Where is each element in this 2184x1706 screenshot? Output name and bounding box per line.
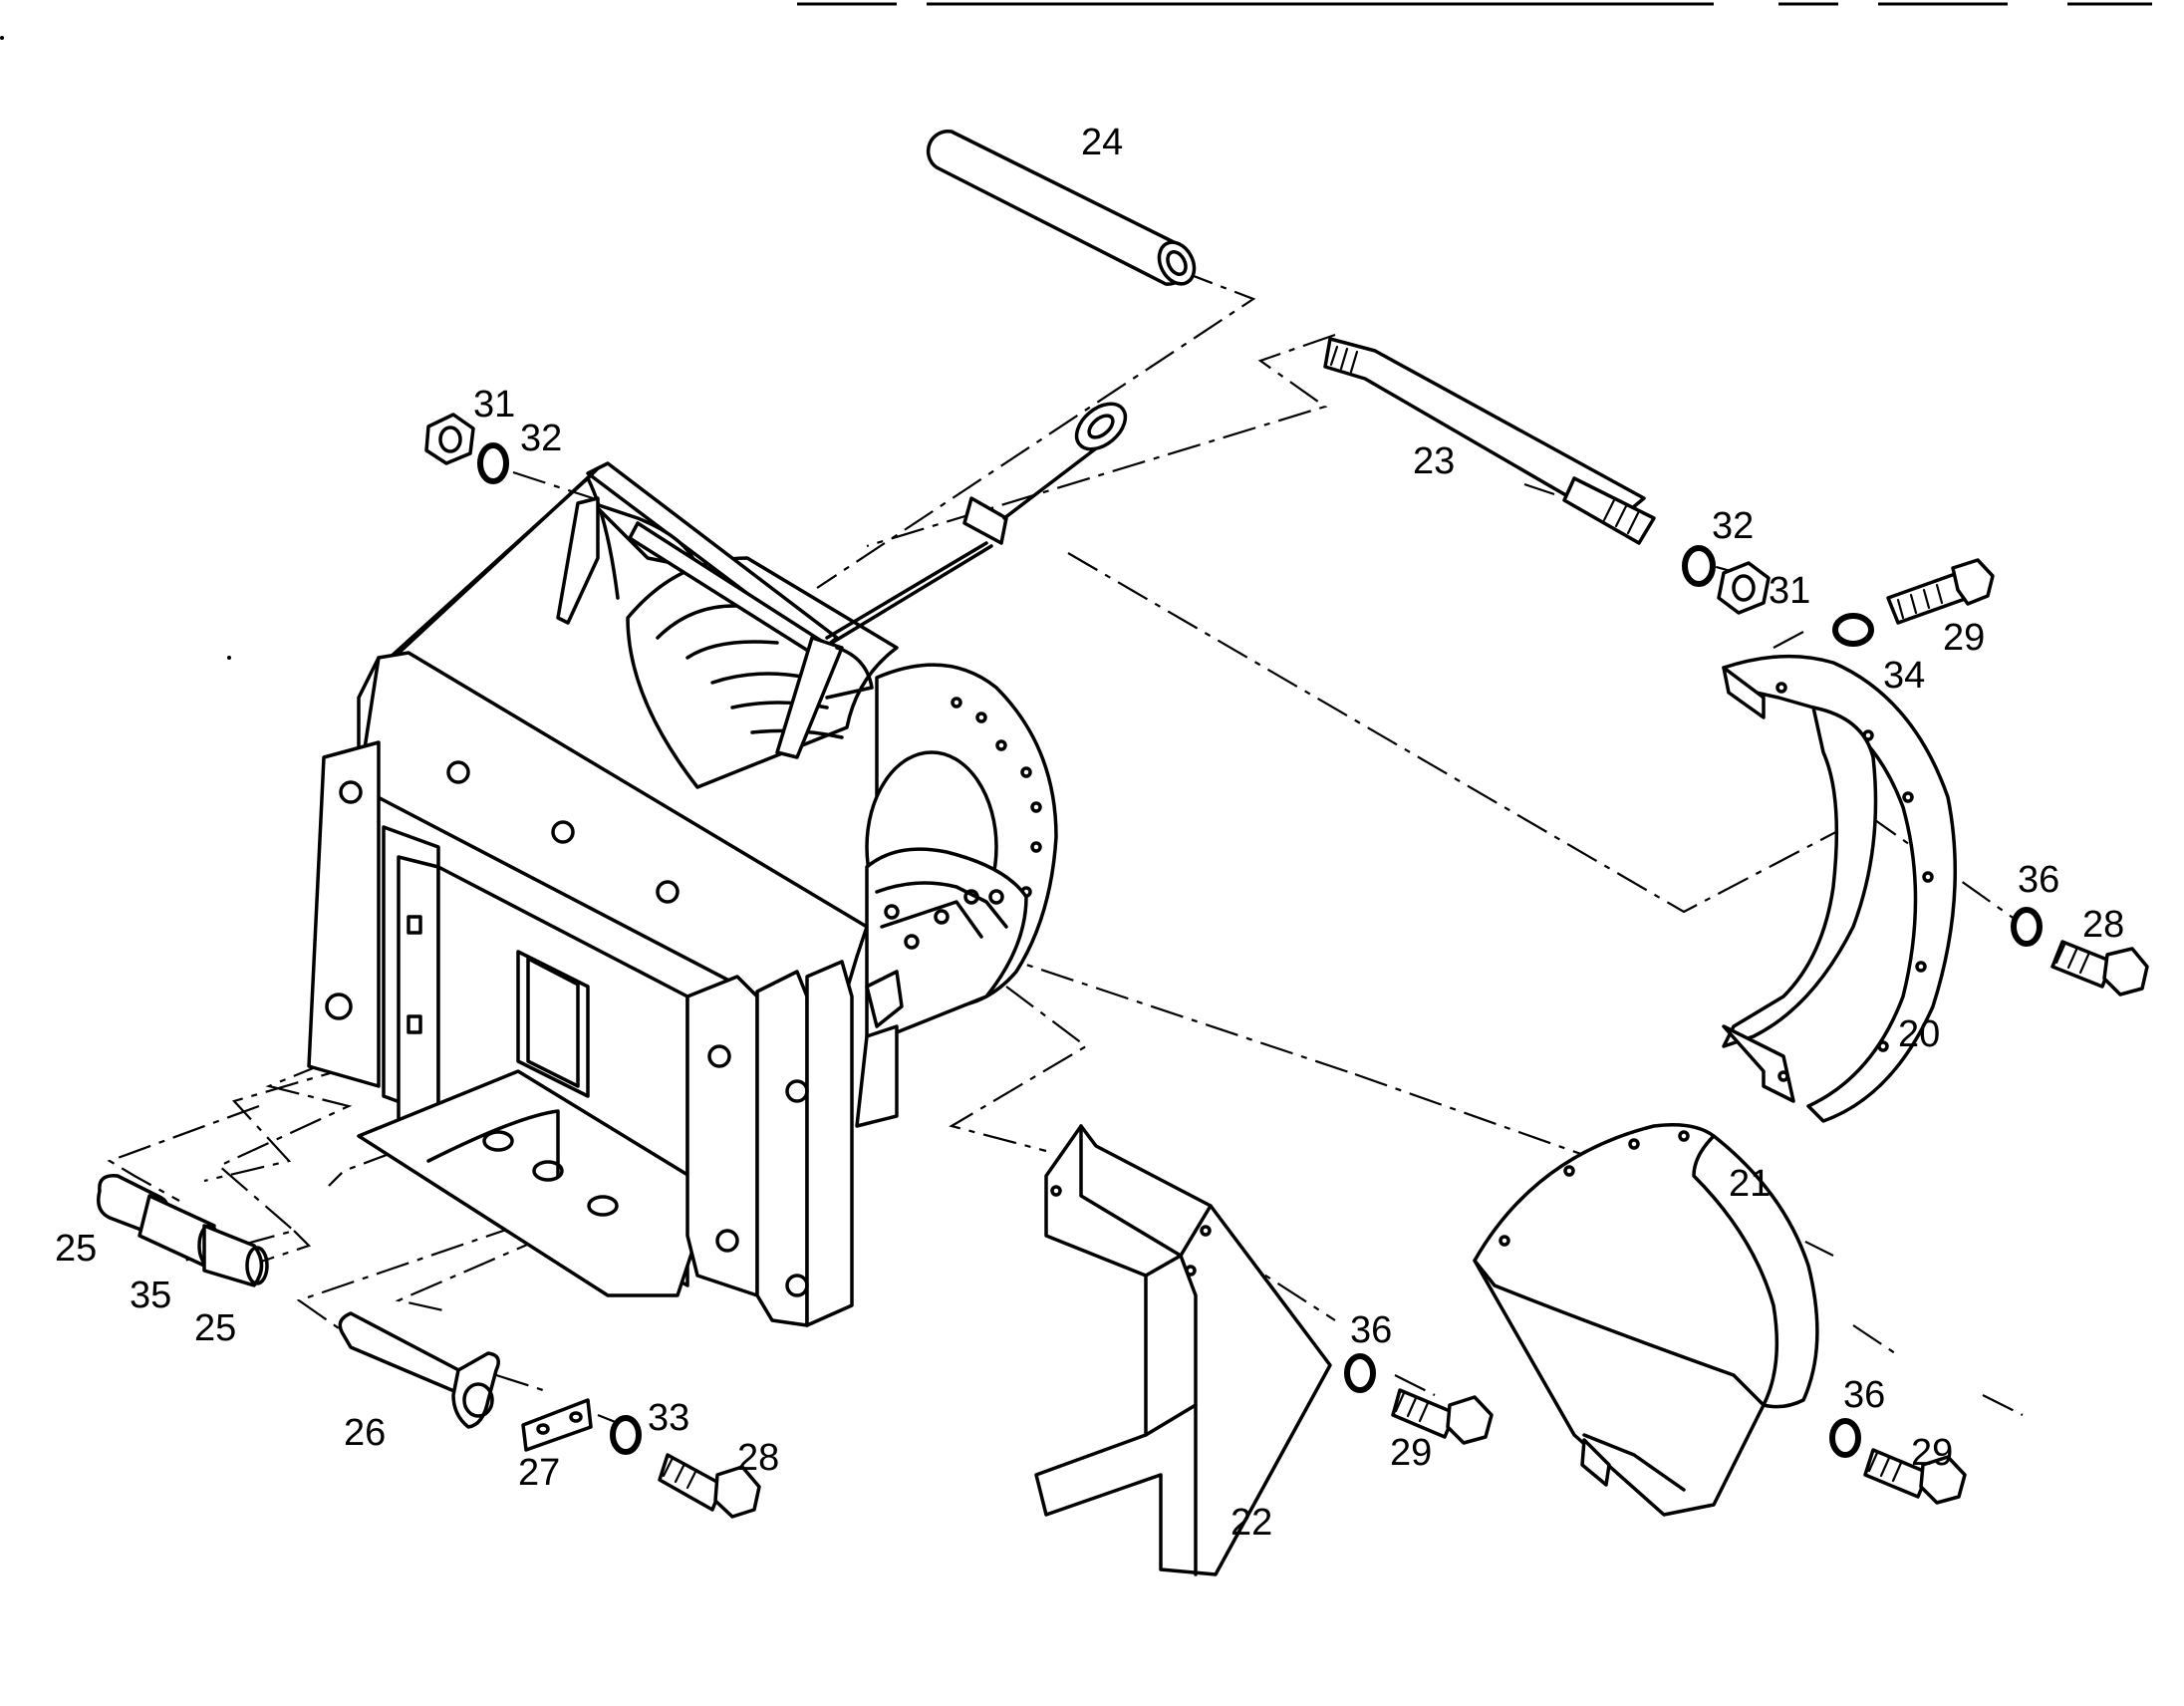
callout-31-left: 31 [473,384,515,426]
washer-33 [610,1415,642,1455]
callout-33: 33 [648,1397,689,1439]
callout-labels: 24 23 31 32 32 31 29 34 36 28 20 21 36 2… [55,122,2124,1544]
part-27-plate [521,1398,593,1452]
callout-34: 34 [1883,655,1925,697]
callout-20: 20 [1898,1013,1940,1055]
callout-25-upper: 25 [55,1228,97,1270]
stray-dot [227,656,231,660]
part-25-lower-bushing [202,1224,269,1287]
part-21-drum-guard [1473,1123,1819,1517]
callout-31-right: 31 [1769,570,1810,612]
callout-25-lower: 25 [194,1307,236,1349]
washer-36-lower-right [1829,1418,1861,1458]
nut-31-left [424,413,475,465]
callout-26: 26 [344,1412,386,1454]
callout-21: 21 [1729,1163,1771,1205]
stray-dot [0,36,4,40]
winch-main-assembly [307,402,1128,1327]
callout-29-upper: 28 [2082,904,2124,946]
callout-22: 22 [1230,1502,1272,1544]
part-22-bracket-guard [1034,1124,1332,1576]
washer-36-lower-middle [1344,1353,1376,1393]
callout-35: 35 [130,1275,171,1316]
callout-36-upper: 36 [2018,859,2059,901]
callout-30: 29 [1943,617,1985,659]
bolt-29-lower-middle [1391,1388,1494,1445]
callout-32-right: 32 [1712,505,1754,547]
part-20-curved-guard [1722,654,1957,1123]
part-26-lock-pin [338,1311,500,1429]
washer-34 [1832,613,1874,647]
bolt-30 [1886,558,1995,625]
callout-28: 28 [737,1437,779,1479]
callout-32-left: 32 [520,418,562,459]
callout-29-lower-middle: 29 [1390,1432,1432,1474]
callout-27: 27 [518,1452,560,1494]
washer-36-upper [2011,907,2043,947]
callout-36-lower-middle: 36 [1350,1309,1392,1351]
bolt-29-lower-right [1863,1448,1967,1505]
washer-32-left [477,442,509,484]
bolt-29-upper [2050,940,2149,996]
callout-29-lower-right: 29 [1911,1432,1953,1474]
callout-24: 24 [1081,122,1123,163]
callout-23: 23 [1413,440,1455,482]
part-24-tube [926,129,1197,286]
part-23-tie-rod [1323,337,1656,545]
nut-31-right [1717,561,1771,615]
bolt-28 [658,1453,761,1519]
washer-32-right [1682,545,1716,587]
callout-36-lower-right: 36 [1843,1374,1885,1416]
